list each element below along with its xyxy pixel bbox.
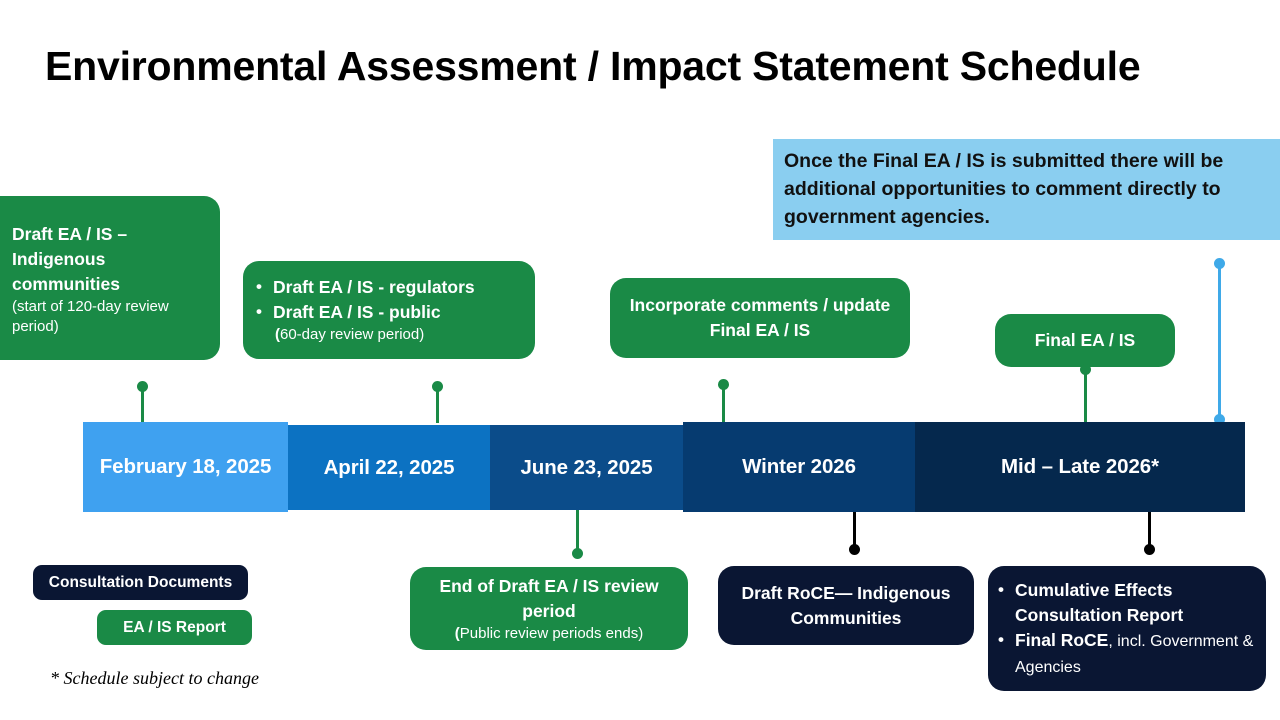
list-item: Cumulative Effects Consultation Report: [996, 577, 1256, 628]
card-end-of-draft-review[interactable]: End of Draft EA / IS review period (Publ…: [410, 567, 688, 650]
stem-above-2: [436, 387, 439, 423]
stem-dot-below-1: [572, 548, 583, 559]
card-draft-roce-indigenous[interactable]: Draft RoCE— Indigenous Communities: [718, 566, 974, 645]
card-bullet-list: Cumulative Effects Consultation Report F…: [996, 577, 1256, 680]
legend-label: EA / IS Report: [123, 618, 226, 636]
card-heading: Final EA / IS: [1034, 330, 1136, 350]
card-draft-ea-is-regulators-public[interactable]: Draft EA / IS - regulators Draft EA / IS…: [243, 261, 535, 359]
subtext-open-paren: (: [454, 624, 460, 642]
bullet-label: Draft EA / IS - public: [273, 302, 441, 322]
stem-above-1: [141, 387, 144, 423]
callout-text: Once the Final EA / IS is submitted ther…: [784, 150, 1224, 228]
timeline-segment-label: Mid – Late 2026*: [1001, 455, 1159, 478]
stem-below-2: [853, 512, 856, 552]
card-heading: End of Draft EA / IS review period: [439, 575, 659, 621]
subtext-body: 60-day review period): [280, 326, 425, 343]
timeline-segment-3[interactable]: June 23, 2025: [490, 425, 683, 510]
callout-box: Once the Final EA / IS is submitted ther…: [773, 139, 1280, 240]
card-draft-ea-is-indigenous[interactable]: Draft EA / IS – Indigenous communities (…: [0, 196, 220, 360]
legend-ea-is-report[interactable]: EA / IS Report: [97, 610, 252, 645]
bullet-label-regular: , incl. Government & Agencies: [1015, 632, 1254, 676]
stem-dot-above-4: [1080, 364, 1091, 375]
timeline-segment-label: February 18, 2025: [99, 455, 272, 478]
list-item: Draft EA / IS - public: [254, 299, 523, 325]
stem-dot-above-1: [137, 381, 148, 392]
card-subtext: (60-day review period): [254, 325, 523, 345]
card-subtext: (start of 120-day review period): [12, 297, 169, 335]
card-heading: Draft EA / IS – Indigenous communities: [12, 223, 128, 294]
timeline-segment-5[interactable]: Mid – Late 2026*: [915, 422, 1245, 512]
card-subtext: (Public review periods ends): [422, 624, 676, 644]
legend-label: Consultation Documents: [48, 573, 233, 591]
card-heading: Draft RoCE— Indigenous Communities: [741, 582, 951, 628]
card-cumulative-effects[interactable]: Cumulative Effects Consultation Report F…: [988, 566, 1266, 691]
bullet-label: Cumulative Effects Consultation Report: [1015, 579, 1184, 625]
stem-dot-callout-top: [1214, 258, 1225, 269]
bullet-label: Draft EA / IS - regulators: [273, 277, 475, 297]
legend-consultation-documents[interactable]: Consultation Documents: [33, 565, 248, 600]
list-item: Draft EA / IS - regulators: [254, 274, 523, 300]
stem-dot-below-2: [849, 544, 860, 555]
footnote: * Schedule subject to change: [50, 668, 259, 688]
stem-above-3: [722, 385, 725, 423]
timeline-segment-label: June 23, 2025: [520, 455, 653, 479]
timeline-segment-label: Winter 2026: [742, 455, 856, 478]
card-bullet-list: Draft EA / IS - regulators Draft EA / IS…: [254, 274, 523, 325]
card-heading: Incorporate comments / update Final EA /…: [629, 295, 891, 340]
stem-below-1: [576, 510, 579, 554]
bullet-label-bold: Final RoCE: [1015, 629, 1109, 650]
subtext-open-paren: (: [275, 326, 280, 343]
list-item: Final RoCE, incl. Government & Agencies: [996, 627, 1256, 680]
timeline-segment-label: April 22, 2025: [323, 455, 455, 479]
stem-dot-callout-bottom: [1214, 414, 1225, 425]
page-title: Environmental Assessment / Impact Statem…: [45, 43, 1141, 89]
card-incorporate-comments[interactable]: Incorporate comments / update Final EA /…: [610, 278, 910, 358]
timeline-segment-1[interactable]: February 18, 2025: [83, 422, 288, 512]
stem-above-4: [1084, 369, 1087, 423]
subtext-body: Public review periods ends): [459, 624, 644, 642]
stem-dot-below-3: [1144, 544, 1155, 555]
card-final-ea-is[interactable]: Final EA / IS: [995, 314, 1175, 367]
stem-dot-above-2: [432, 381, 443, 392]
stem-dot-above-3: [718, 379, 729, 390]
stem-callout-connector: [1218, 265, 1221, 423]
stem-below-3: [1148, 512, 1151, 552]
timeline-segment-4[interactable]: Winter 2026: [683, 422, 915, 512]
timeline-segment-2[interactable]: April 22, 2025: [288, 425, 490, 510]
